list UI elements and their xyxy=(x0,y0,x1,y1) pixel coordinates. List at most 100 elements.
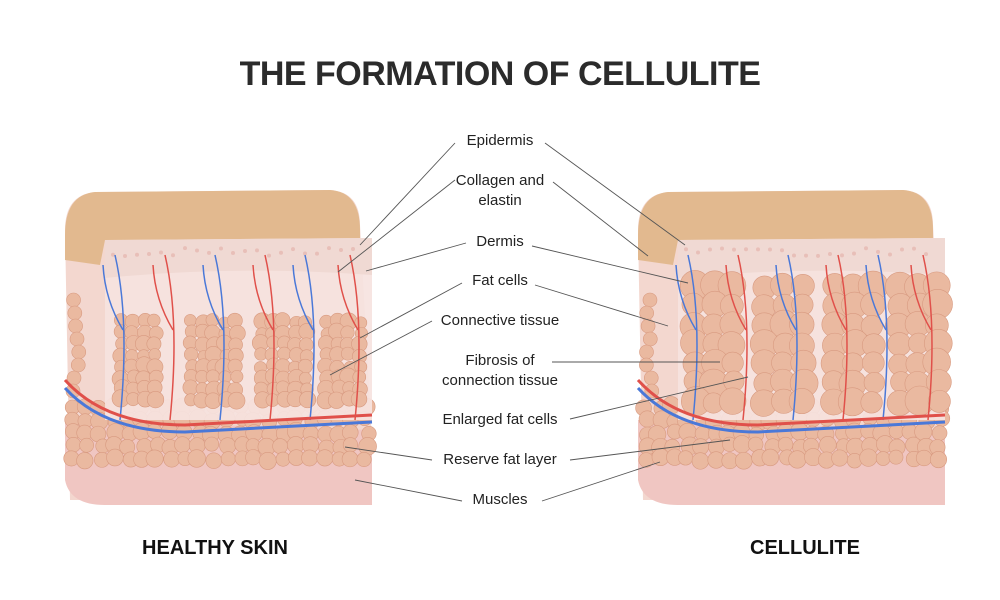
fat-cell xyxy=(860,291,886,318)
fat-cell xyxy=(761,448,779,467)
collagen-dot xyxy=(744,247,748,252)
fat-cell xyxy=(299,391,317,409)
fat-cell xyxy=(350,390,368,408)
fat-cell xyxy=(204,436,220,452)
dermis-upper xyxy=(105,238,372,278)
fat-cell xyxy=(721,351,744,374)
fat-cell xyxy=(227,391,246,410)
main-artery xyxy=(63,379,373,427)
fat-cell xyxy=(76,452,94,470)
collagen-dot xyxy=(912,246,916,251)
leader-reserve-left xyxy=(344,446,433,461)
fat-cell xyxy=(184,347,199,362)
collagen-dot xyxy=(339,247,343,252)
diagram-title: THE FORMATION OF CELLULITE xyxy=(239,55,761,93)
fat-cell xyxy=(831,449,849,467)
fat-cell xyxy=(71,344,87,360)
fat-cell xyxy=(639,344,654,360)
collagen-dot xyxy=(135,252,139,257)
fat-lobule xyxy=(111,313,165,409)
cellulite-skin-block xyxy=(635,190,953,505)
fat-cell xyxy=(182,379,199,396)
fat-cell xyxy=(258,451,277,470)
collagen-dot xyxy=(720,246,724,251)
fat-cell xyxy=(788,450,807,469)
collagen-dot xyxy=(696,250,700,255)
collagen-dot xyxy=(279,250,283,255)
vein xyxy=(292,254,315,421)
label-fat-cells: Fat cells xyxy=(472,272,528,289)
fat-cell xyxy=(927,389,951,413)
fat-cell xyxy=(220,451,236,467)
fat-cell xyxy=(183,314,197,327)
leader-lines xyxy=(329,142,749,502)
fat-cell xyxy=(67,305,83,321)
fat-cell xyxy=(819,436,837,454)
fat-cell xyxy=(230,370,244,383)
fat-cell xyxy=(66,292,81,308)
collagen-dot xyxy=(840,253,844,258)
collagen-dot xyxy=(732,247,736,252)
fat-cell xyxy=(643,370,659,386)
collagen-dot xyxy=(231,251,235,256)
leader-connective-left xyxy=(329,320,433,376)
fat-cell xyxy=(245,449,262,466)
fat-cell xyxy=(875,451,891,466)
fat-cell xyxy=(68,318,83,334)
collagen-dot xyxy=(291,247,295,252)
fat-cell xyxy=(862,351,885,375)
label-connective-tissue: Connective tissue xyxy=(440,312,560,329)
fat-cell xyxy=(147,313,161,328)
fat-cell xyxy=(70,357,86,373)
fat-lobule xyxy=(182,312,246,410)
collagen-dot xyxy=(315,251,319,256)
collagen-dot xyxy=(888,252,892,257)
fat-cell xyxy=(642,292,658,308)
artery xyxy=(252,254,275,421)
artery xyxy=(725,254,748,421)
enlarged-fat-lobule xyxy=(884,271,953,417)
vein xyxy=(102,254,125,421)
fat-cell xyxy=(301,449,318,467)
leader-muscles-left xyxy=(354,479,463,502)
collagen-dot xyxy=(792,253,796,258)
collagen-dot xyxy=(255,248,259,253)
caption-healthy-skin: HEALTHY SKIN xyxy=(142,537,288,559)
collagen-dot xyxy=(207,250,211,255)
fat-cell xyxy=(719,387,747,415)
vein xyxy=(865,254,888,421)
fat-cell xyxy=(106,448,124,467)
fat-lobule xyxy=(251,312,317,409)
fat-cell xyxy=(860,391,883,414)
collagen-dot xyxy=(852,251,856,256)
leader-collagen-left xyxy=(337,179,456,273)
fat-cell xyxy=(734,451,753,470)
collagen-dot xyxy=(183,246,187,251)
fat-cell xyxy=(639,357,654,373)
epidermis-layer xyxy=(638,190,933,265)
enlarged-fat-lobule xyxy=(679,270,747,417)
artery xyxy=(152,254,175,421)
fat-cell xyxy=(691,452,709,470)
fat-cell xyxy=(146,390,165,409)
artery xyxy=(910,254,933,421)
collagen-dot xyxy=(351,246,355,251)
collagen-dot xyxy=(756,247,760,252)
vein xyxy=(775,254,798,421)
collagen-dot xyxy=(684,247,688,252)
main-artery xyxy=(636,379,946,427)
fat-cell xyxy=(174,436,191,453)
fat-cell xyxy=(277,346,292,361)
healthy-skin-block xyxy=(63,190,377,505)
fat-cell xyxy=(770,272,795,298)
leader-collagen-right xyxy=(552,181,649,257)
caption-cellulite: CELLULITE xyxy=(750,537,860,559)
leader-dermis-right xyxy=(531,245,689,284)
collagen-dot xyxy=(171,253,175,258)
label-muscles: Muscles xyxy=(472,491,528,508)
fat-cell xyxy=(915,449,933,467)
fat-cell xyxy=(931,425,948,441)
blood-vessels xyxy=(675,254,933,421)
collagen-dot xyxy=(828,251,832,256)
